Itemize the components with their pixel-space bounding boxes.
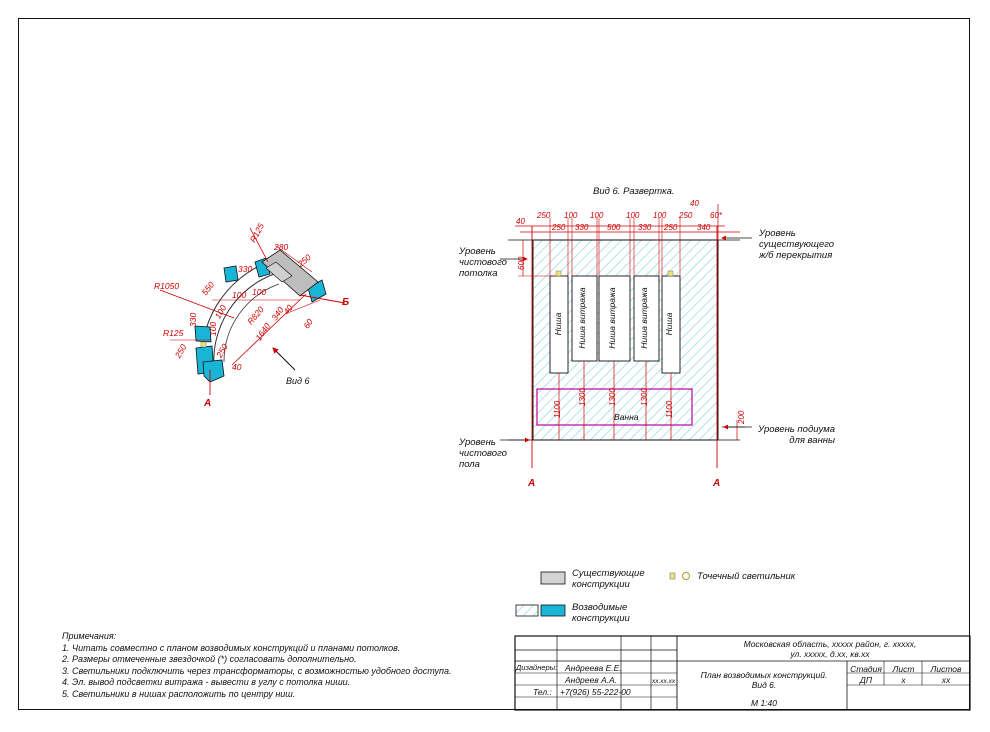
top-dim: 250 — [551, 223, 566, 232]
niche-label: Ниша витража — [639, 287, 649, 348]
marker-a-right: А — [712, 478, 720, 489]
plan-dim: 550 — [200, 280, 217, 298]
stamp-sheet-label: Лист — [892, 664, 915, 674]
note-item: 3. Светильники подключить через трансфор… — [62, 665, 452, 676]
plan-radius: R125 — [248, 221, 266, 244]
stamp-stage-label: Стадия — [850, 664, 882, 674]
plan-dim: 60 — [301, 317, 315, 331]
plan-radius: R125 — [163, 328, 184, 338]
note-item: 2. Размеры отмеченные звездочкой (*) сог… — [62, 654, 357, 665]
niche-label: Ниша — [664, 312, 674, 335]
stamp-date: хх.хх.хх — [652, 678, 676, 685]
level-podium-label: Уровень подиума для ванны — [758, 424, 836, 446]
view-title: Вид 6. Развертка. — [593, 186, 675, 197]
bottom-dim: 1300 — [608, 388, 617, 406]
stamp-sheets: хх — [941, 675, 951, 685]
plan-marker-a: А — [203, 398, 211, 409]
note-item: 5. Светильники в нишах расположить по це… — [62, 688, 296, 699]
top-dim: 340 — [697, 223, 711, 232]
top-dim: 100 — [564, 211, 578, 220]
top-dim: 250 — [663, 223, 678, 232]
level-floor-label: Уровень чистового пола — [459, 437, 507, 470]
top-dim: 40 — [690, 199, 699, 208]
plan-marker-b: Б — [342, 297, 349, 308]
top-dim: 100 — [653, 211, 667, 220]
title-block-grid — [514, 635, 971, 711]
left-dim: 600 — [517, 256, 526, 270]
legend-existing-label: Существующие конструкции — [572, 568, 645, 590]
title-block: Московская область, ххххх район, г. хххх… — [515, 636, 970, 710]
top-dim: 250 — [678, 211, 693, 220]
top-dim: 100 — [590, 211, 604, 220]
plan-dim: 100 — [208, 322, 218, 336]
elevation-top-dims: 40 250 250 100 330 100 500 100 330 100 2… — [516, 199, 746, 489]
stamp-phone-label: Тел.: — [533, 687, 552, 697]
plan-labels: R1050 R125 R125 R820 280 250 330 100 550… — [154, 221, 349, 409]
right-dim: 200 — [737, 410, 746, 425]
notes: Примечания: 1. Читать совместно с планом… — [62, 631, 452, 701]
note-item: 1. Читать совместно с планом возводимых … — [62, 642, 401, 653]
plan-radius: R1050 — [154, 281, 179, 291]
plan-dim: 100 — [232, 290, 246, 300]
level-slab-label: Уровень существующего ж/б перекрытия — [759, 228, 835, 261]
notes-title: Примечания: — [62, 631, 117, 641]
top-dim: 40 — [516, 217, 525, 226]
legend-spot-label: Точечный светильник — [697, 571, 796, 582]
top-dim: 330 — [638, 223, 652, 232]
plan-dim: 100 — [213, 303, 229, 321]
plan-dim: 100 — [252, 287, 266, 297]
stamp-sheet: х — [901, 675, 906, 685]
stamp-designer-1: Андреева Е.Е. — [565, 663, 622, 673]
stamp-designers-label: Дизайнеры: — [516, 663, 558, 672]
stamp-sheets-label: Листов — [930, 664, 962, 674]
marker-a-left: А — [527, 478, 535, 489]
bottom-dim: 1100 — [665, 400, 674, 418]
level-ceiling-label: Уровень чистового потолка — [459, 246, 507, 279]
legend-new-label: Возводимые конструкции — [572, 602, 630, 624]
note-item: 4. Эл. вывод подсветки витража - вывести… — [62, 677, 351, 688]
plan-dim: 40 — [281, 303, 295, 317]
stamp-title: План возводимых конструкций. Вид 6. — [700, 670, 828, 690]
stamp-phone: +7(926) 55-222-00 — [560, 687, 631, 697]
plan-dim: 40 — [232, 362, 242, 372]
drawing-frame — [18, 18, 970, 710]
plan-dim: 330 — [238, 264, 252, 274]
plan-dim: 330 — [188, 313, 198, 327]
stamp-address: Московская область, ххххх район, г. хххх… — [743, 639, 917, 659]
bottom-dim: 1300 — [640, 388, 649, 406]
elevation-view — [500, 204, 752, 468]
top-dim: 60* — [710, 211, 723, 220]
bottom-dim: 1100 — [553, 400, 562, 418]
niche-labels: Ниша Ниша витража Ниша витража Ниша витр… — [553, 287, 674, 422]
plan-dim: 250 — [172, 342, 188, 360]
plan-dim: 250 — [214, 342, 230, 360]
top-dim: 330 — [575, 223, 589, 232]
top-dim: 250 — [536, 211, 551, 220]
niche-label: Ниша витража — [607, 287, 617, 348]
legend-swatches — [515, 571, 690, 617]
top-dim: 500 — [607, 223, 621, 232]
niche-label: Ниша витража — [577, 287, 587, 348]
plan-view — [159, 227, 346, 395]
stamp-scale: М 1:40 — [751, 698, 777, 708]
bath-label: Ванна — [614, 412, 639, 422]
plan-dim: 280 — [273, 242, 288, 252]
bottom-dim: 1300 — [578, 388, 587, 406]
plan-view-arrow-label: Вид 6 — [286, 376, 310, 386]
plan-dim: 1640 — [253, 321, 272, 342]
stamp-designer-2: Андреев А.А. — [565, 675, 618, 685]
niche-label: Ниша — [553, 312, 563, 335]
stamp-stage: ДП — [859, 675, 873, 685]
top-dim: 100 — [626, 211, 640, 220]
